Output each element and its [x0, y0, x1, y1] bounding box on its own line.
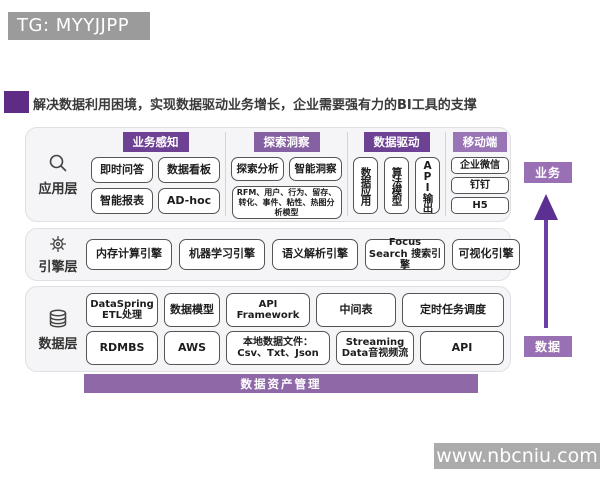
data-layer-container: 数据层 DataSpring ETL处理 数据模型 API Framework … — [25, 286, 511, 372]
diagram-box: 钉钉 — [451, 177, 509, 194]
diagram-box: 数据应用 — [353, 157, 378, 214]
database-icon — [49, 308, 67, 328]
application-layer-container: 应用层 业务感知 即时问答 数据看板 智能报表 AD-hoc 探索洞察 探索分析… — [25, 127, 511, 222]
diagram-box: AWS — [164, 331, 220, 365]
data-asset-management-banner: 数据资产管理 — [84, 374, 478, 393]
diagram-box: 算法模型 — [384, 157, 409, 214]
business-side-label: 业务 — [524, 162, 572, 183]
group-header-mobile: 移动端 — [452, 132, 508, 152]
diagram-box: 可视化引擎 — [452, 239, 520, 270]
diagram-box: 本地数据文件：Csv、Txt、Json — [226, 331, 330, 365]
diagram-box: API — [420, 331, 504, 365]
diagram-box: DataSpring ETL处理 — [86, 293, 158, 327]
data-side-label: 数据 — [524, 336, 572, 357]
gear-icon — [50, 236, 66, 252]
diagram-box: 智能报表 — [91, 188, 153, 214]
search-icon — [49, 154, 67, 171]
diagram-box: 定时任务调度 — [402, 293, 504, 327]
top-watermark: TG: MYYJJPP — [8, 12, 150, 40]
data-layer-label-col: 数据层 — [30, 293, 86, 365]
diagram-box: 数据模型 — [164, 293, 220, 327]
diagram-box: 机器学习引擎 — [179, 239, 265, 270]
diagram-box: Streaming Data音视频流 — [336, 331, 414, 365]
diagram-box: AD-hoc — [158, 188, 220, 214]
analysis-models-note: RFM、用户、行为、留存、转化、事件、粘性、热图分析模型 — [231, 186, 342, 219]
group-mobile: 移动端 企业微信 钉钉 H5 — [445, 132, 514, 216]
diagram-box: 数据看板 — [158, 157, 220, 183]
diagram-box: RDMBS — [86, 331, 158, 365]
group-header-explore-insight: 探索洞察 — [253, 132, 320, 152]
diagram-box: 智能洞察 — [289, 157, 342, 181]
diagram-box: H5 — [451, 197, 509, 214]
page-title: 解决数据利用困境，实现数据驱动业务增长，企业需要强有力的BI工具的支撑 — [33, 98, 477, 113]
engine-layer-label: 引擎层 — [38, 260, 78, 275]
bottom-watermark: www.nbcniu.com — [434, 443, 600, 469]
diagram-box: Focus Search 搜索引擎 — [365, 237, 445, 271]
data-layer-label: 数据层 — [38, 336, 78, 352]
engine-layer-label-col: 引擎层 — [30, 234, 86, 275]
group-business-sense: 业务感知 即时问答 数据看板 智能报表 AD-hoc — [86, 132, 225, 216]
group-data-driven: 数据驱动 数据应用 算法模型 API输出 — [347, 132, 445, 216]
diagram-box: API Framework — [226, 293, 310, 327]
diagram-box: 即时问答 — [91, 157, 153, 183]
group-header-data-driven: 数据驱动 — [363, 132, 430, 152]
engine-layer-container: 引擎层 内存计算引擎 机器学习引擎 语义解析引擎 Focus Search 搜索… — [25, 228, 520, 281]
application-layer-label-col: 应用层 — [30, 132, 86, 216]
diagram-box: 中间表 — [316, 293, 396, 327]
diagram-box: 探索分析 — [231, 157, 284, 181]
application-layer-label: 应用层 — [38, 181, 78, 197]
diagram-box: 语义解析引擎 — [272, 239, 358, 270]
group-header-business-sense: 业务感知 — [122, 132, 189, 152]
diagram-box: 企业微信 — [451, 157, 509, 174]
diagram-box: API输出 — [415, 157, 440, 214]
group-explore-insight: 探索洞察 探索分析 智能洞察 RFM、用户、行为、留存、转化、事件、粘性、热图分… — [225, 132, 347, 219]
data-to-business-arrow-icon — [534, 194, 558, 328]
title-bullet-square — [4, 91, 29, 113]
diagram-box: 内存计算引擎 — [86, 239, 172, 270]
